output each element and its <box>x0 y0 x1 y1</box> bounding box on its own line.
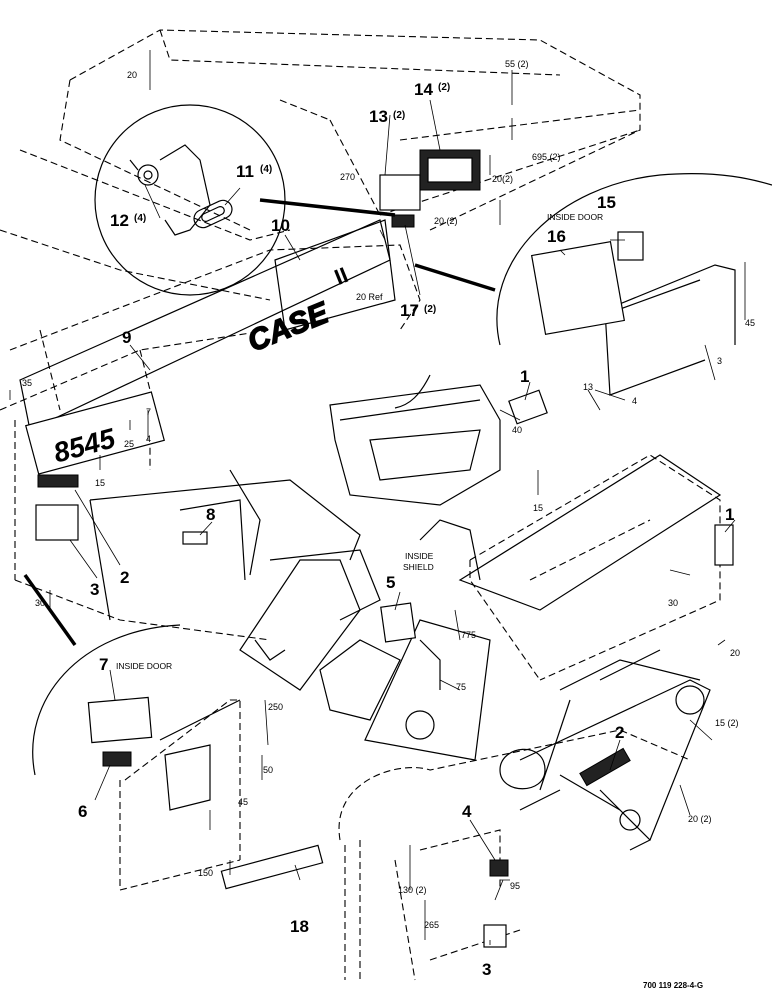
dim-695: 695 (2) <box>532 152 561 162</box>
callout-labels: 1 1 2 2 3 3 4 5 6 7 8 9 10 11 (4) 12 (4)… <box>78 80 734 979</box>
detail-circle-fastener <box>94 104 396 296</box>
callout-1-top: 1 <box>520 367 529 386</box>
dim-20-right: 20 <box>730 648 740 658</box>
dim-20-2a: 20(2) <box>492 174 513 184</box>
callout-10: 10 <box>271 216 290 235</box>
dim-130: 130 (2) <box>398 885 427 895</box>
dimension-marks <box>9 50 746 940</box>
notes: INSIDE DOOR INSIDE DOOR INSIDE SHIELD <box>116 212 603 671</box>
dim-775: 775 <box>461 630 476 640</box>
callout-7: 7 <box>99 655 108 674</box>
decal-item-14-inner <box>427 157 473 183</box>
decal-item-2 <box>37 474 79 488</box>
dim-15-2: 15 (2) <box>715 718 739 728</box>
decal-item-6 <box>102 751 132 767</box>
dim-270: 270 <box>340 172 355 182</box>
dim-3-right: 3 <box>717 356 722 366</box>
callout-16: 16 <box>547 227 566 246</box>
callout-4: 4 <box>462 802 472 821</box>
dim-50: 50 <box>263 765 273 775</box>
dim-20-ref: 20 Ref <box>356 292 383 302</box>
callout-3-bottom: 3 <box>482 960 491 979</box>
callout-11-qty: (4) <box>260 164 272 175</box>
callout-18: 18 <box>290 917 309 936</box>
callout-12: 12 <box>110 211 129 230</box>
dim-15-center: 15 <box>533 503 543 513</box>
decal-item-15 <box>617 231 644 261</box>
detail-circle-inside-door-top <box>414 173 772 346</box>
callout-14-qty: (2) <box>438 82 450 93</box>
dim-45-right: 45 <box>745 318 755 328</box>
dim-30-right: 30 <box>668 598 678 608</box>
dim-250: 250 <box>268 702 283 712</box>
callout-14: 14 <box>414 80 433 99</box>
dim-75: 75 <box>456 682 466 692</box>
drawing-number: 700 119 228-4-G <box>643 981 703 990</box>
callout-9: 9 <box>122 328 131 347</box>
decal-item-8 <box>182 531 208 545</box>
callout-6: 6 <box>78 802 87 821</box>
brand-suffix: II <box>331 262 352 290</box>
decal-item-4 <box>489 859 509 877</box>
note-inside-shield-2: SHIELD <box>403 562 434 572</box>
decals <box>25 149 734 948</box>
callout-8: 8 <box>206 505 215 524</box>
decal-item-16 <box>530 240 626 336</box>
callout-17-qty: (2) <box>424 304 436 315</box>
dim-20-2b: 20 (2) <box>434 216 458 226</box>
dim-7: 7 <box>146 407 151 417</box>
model-decal <box>25 391 165 475</box>
decal-item-5 <box>380 602 417 643</box>
callout-12-qty: (4) <box>134 213 146 224</box>
dim-20-top: 20 <box>127 70 137 80</box>
callout-13-qty: (2) <box>393 110 405 121</box>
decal-item-3-lower <box>483 924 507 948</box>
dim-95: 95 <box>510 881 520 891</box>
dim-150: 150 <box>198 868 213 878</box>
brand-name: CASE <box>243 296 334 358</box>
note-inside-door-top: INSIDE DOOR <box>547 212 603 222</box>
dim-55: 55 (2) <box>505 59 529 69</box>
decal-item-18 <box>220 844 324 890</box>
decal-item-1-top <box>508 389 548 425</box>
callout-3-left: 3 <box>90 580 99 599</box>
dim-35: 35 <box>22 378 32 388</box>
decal-item-1-right <box>714 524 734 566</box>
callout-13: 13 <box>369 107 388 126</box>
dim-4-right: 4 <box>632 396 637 406</box>
decal-item-7 <box>87 696 153 744</box>
leader-lines <box>69 99 736 945</box>
dim-40: 40 <box>512 425 522 435</box>
decal-item-2-lower <box>579 747 631 787</box>
machine-outline <box>0 29 736 981</box>
callout-11: 11 <box>236 162 254 181</box>
dim-25: 25 <box>124 439 134 449</box>
dimension-labels: 20 55 (2) 695 (2) 20(2) 270 20 (2) 20 Re… <box>22 59 755 930</box>
callout-2-left: 2 <box>120 568 129 587</box>
callout-1-right: 1 <box>725 505 734 524</box>
callout-15: 15 <box>597 193 616 212</box>
dim-45-left: 45 <box>238 797 248 807</box>
dim-265: 265 <box>424 920 439 930</box>
callout-2-right: 2 <box>615 723 624 742</box>
note-inside-door-left: INSIDE DOOR <box>116 661 172 671</box>
decal-item-3 <box>35 504 79 541</box>
decal-item-17 <box>391 214 415 228</box>
dim-30-left: 30 <box>35 598 45 608</box>
dim-13: 13 <box>583 382 593 392</box>
decal-item-13 <box>379 174 421 211</box>
detail-circle-inside-door-left <box>23 573 181 776</box>
callout-5: 5 <box>386 573 395 592</box>
callout-17: 17 <box>400 301 419 320</box>
dim-20-2c: 20 (2) <box>688 814 712 824</box>
dim-4-left: 4 <box>146 434 151 444</box>
dim-15-left: 15 <box>95 478 105 488</box>
note-inside-shield-1: INSIDE <box>405 551 434 561</box>
